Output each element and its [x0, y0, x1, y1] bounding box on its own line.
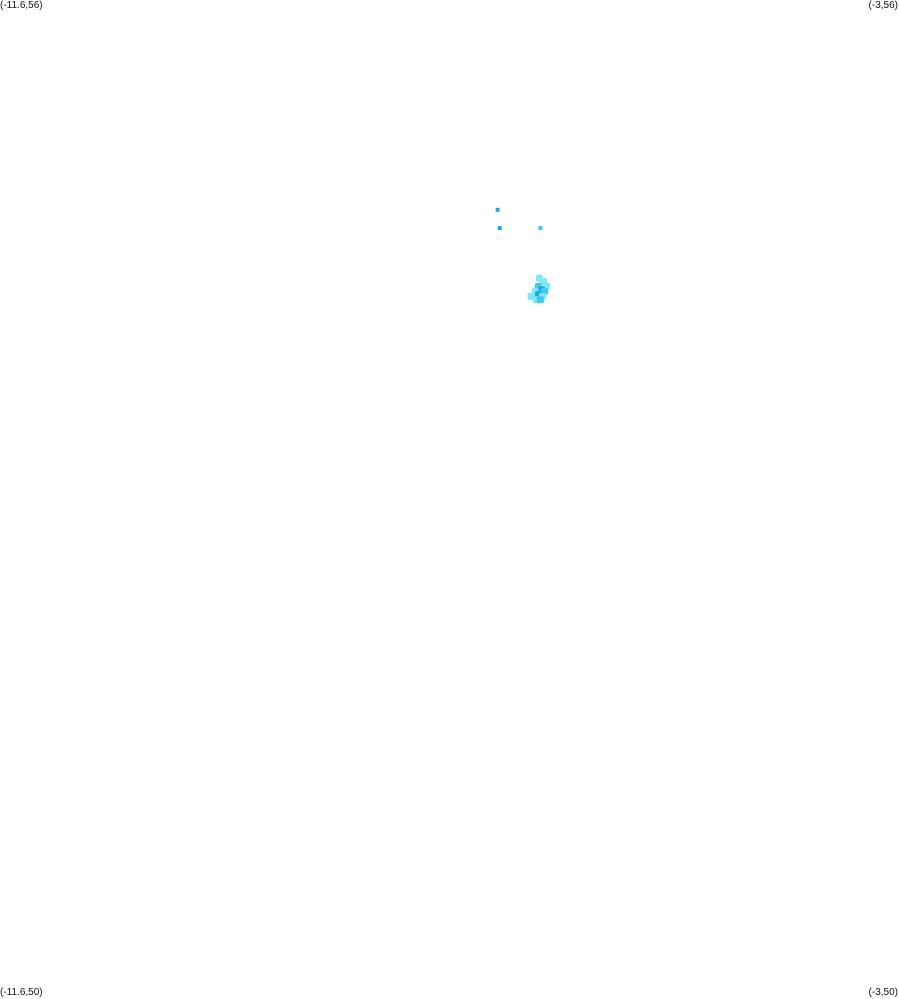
- map-feature-islet-e: [538, 226, 543, 231]
- corner-label-top-right: (-3,56): [868, 0, 898, 11]
- corner-label-bottom-right: (-3,50): [868, 987, 898, 998]
- map-feature-islet-w: [497, 226, 502, 231]
- map-feature-islet-nw: [495, 207, 500, 212]
- corner-label-bottom-left: (-11.6,50): [0, 987, 43, 998]
- corner-label-top-left: (-11.6,56): [0, 0, 43, 11]
- map-feature-patch-9: [527, 292, 535, 300]
- map-feature-patch-12: [536, 296, 544, 304]
